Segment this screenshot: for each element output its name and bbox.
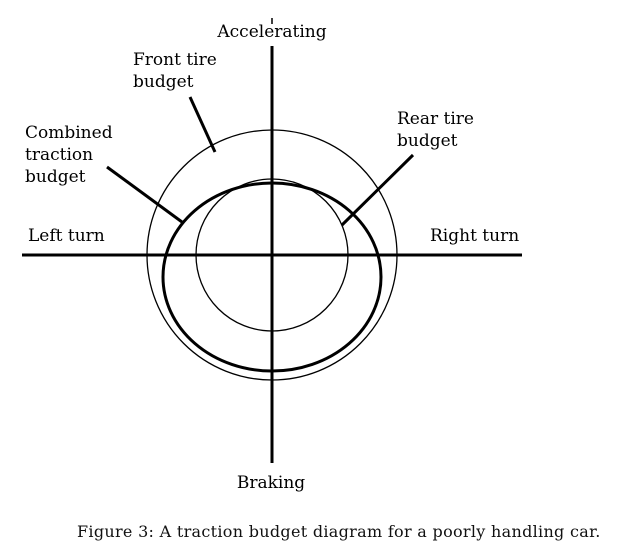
front-tire-leader-line <box>188 96 217 153</box>
combined-traction-budget-ellipse <box>161 181 383 373</box>
front-tire-label-line1: Front tire <box>133 50 217 70</box>
rear-tire-label-line1: Rear tire <box>397 109 474 129</box>
braking-label: Braking <box>237 473 305 493</box>
combined-traction-label-line1: Combined <box>25 123 113 143</box>
rear-tire-budget-circle <box>195 178 349 332</box>
front-tire-label-line2: budget <box>133 72 194 92</box>
rear-tire-label-line2: budget <box>397 131 458 151</box>
combined-traction-label-line3: budget <box>25 167 86 187</box>
combined-traction-label-line2: traction <box>25 145 93 165</box>
rear-tire-leader-line <box>340 153 415 227</box>
left-turn-label: Left turn <box>28 226 105 246</box>
combined-traction-leader-line <box>106 165 183 224</box>
accelerating-label: Accelerating <box>216 22 326 42</box>
front-tire-budget-circle <box>146 129 398 381</box>
figure-caption: Figure 3: A traction budget diagram for … <box>77 522 601 541</box>
right-turn-label: Right turn <box>430 226 519 246</box>
